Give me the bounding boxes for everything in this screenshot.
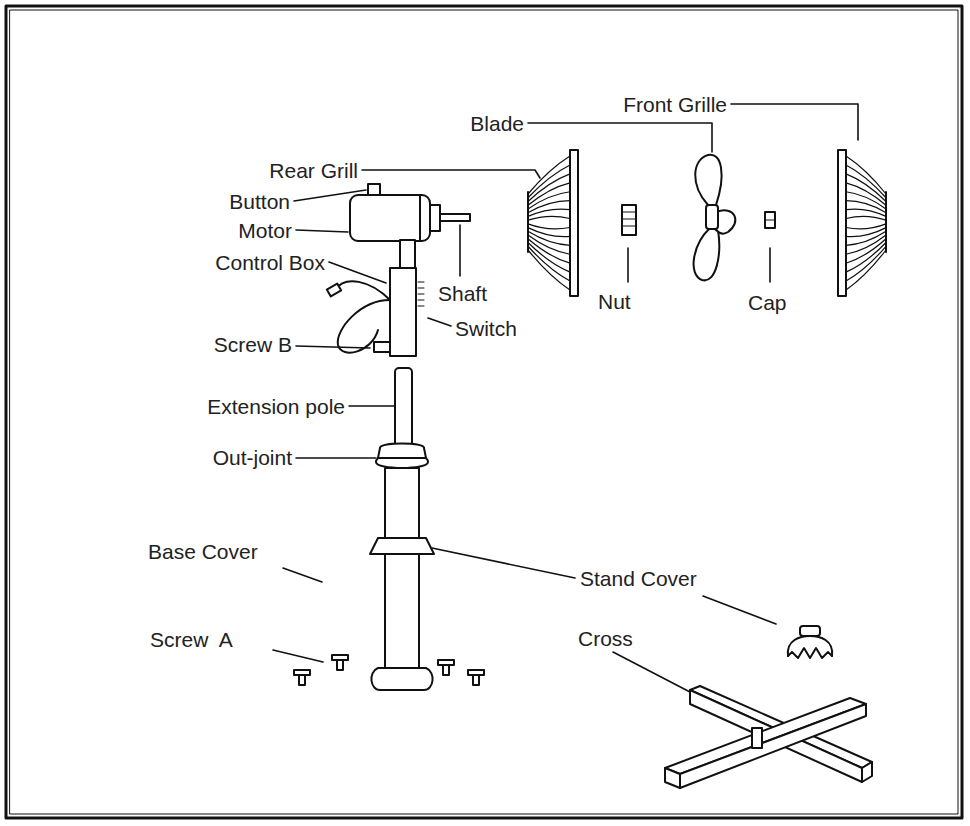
part-label: Motor bbox=[238, 220, 292, 241]
nut bbox=[622, 205, 636, 235]
part-label: Rear Grill bbox=[269, 160, 358, 181]
part-label: Stand Cover bbox=[580, 568, 697, 589]
front-grille bbox=[838, 150, 886, 296]
part-label: Screw A bbox=[150, 629, 233, 650]
rear-grille bbox=[528, 150, 578, 296]
part-label: Control Box bbox=[215, 252, 325, 273]
part-label: Blade bbox=[470, 113, 524, 134]
part-label: Front Grille bbox=[623, 94, 727, 115]
part-label: Switch bbox=[455, 318, 517, 339]
part-label: Nut bbox=[598, 291, 631, 312]
part-label: Shaft bbox=[438, 283, 487, 304]
part-label: Screw B bbox=[214, 334, 292, 355]
cap bbox=[765, 212, 775, 228]
blade bbox=[694, 155, 736, 281]
cross-base bbox=[665, 686, 872, 788]
part-label: Out-joint bbox=[213, 447, 292, 468]
part-label: Cap bbox=[748, 292, 787, 313]
leader-lines bbox=[273, 104, 858, 692]
part-label: Cross bbox=[578, 628, 633, 649]
part-label: Extension pole bbox=[207, 396, 345, 417]
motor-head bbox=[327, 184, 470, 356]
stand-pole bbox=[370, 368, 434, 690]
part-label: Button bbox=[229, 191, 290, 212]
screw-a bbox=[294, 655, 484, 685]
part-label: Base Cover bbox=[148, 541, 258, 562]
stand-cover-part bbox=[788, 626, 832, 658]
